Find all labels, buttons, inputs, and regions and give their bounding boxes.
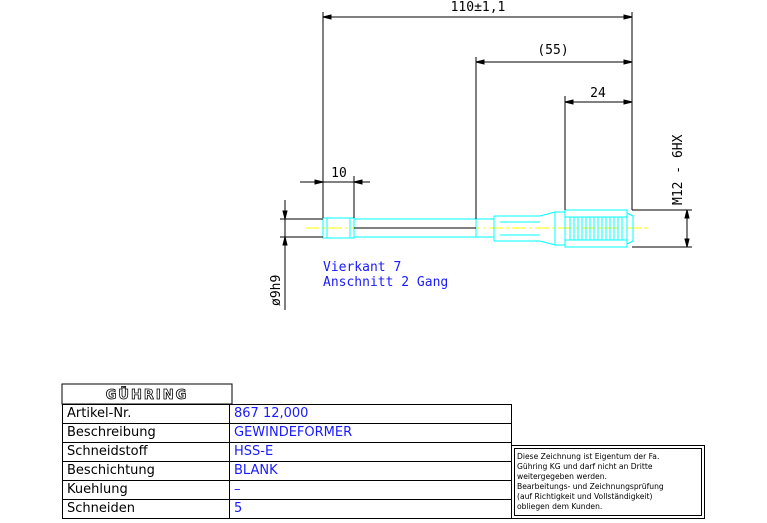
title-block-table: Artikel-Nr. 867 12,000 Beschreibung GEWI… xyxy=(62,404,512,519)
table-row: Artikel-Nr. 867 12,000 xyxy=(62,404,512,424)
value-coating: BLANK xyxy=(229,461,512,481)
table-row: Kuehlung – xyxy=(62,480,512,500)
dim-total: 110±1,1 xyxy=(451,0,506,15)
dim-middle: (55) xyxy=(537,43,568,58)
dim-square-length: 10 xyxy=(331,166,347,181)
note-square: Vierkant 7 xyxy=(323,260,402,275)
table-row: Beschichtung BLANK xyxy=(62,461,512,481)
value-cooling: – xyxy=(229,480,512,500)
notice-line: weitergegeben werden. xyxy=(517,472,607,481)
notice-line: obliegen dem Kunden. xyxy=(517,502,603,511)
table-row: Schneidstoff HSS-E xyxy=(62,442,512,462)
notice-line: Diese Zeichnung ist Eigentum der Fa. xyxy=(517,452,660,461)
table-row: Beschreibung GEWINDEFORMER xyxy=(62,423,512,443)
label-article-no: Artikel-Nr. xyxy=(62,404,230,424)
notice-line: (auf Richtigkeit und Vollständigkeit) xyxy=(517,492,653,501)
value-cutting-edges: 5 xyxy=(229,499,512,519)
dim-shank-diameter: ø9h9 xyxy=(269,275,284,306)
label-cooling: Kuehlung xyxy=(62,480,230,500)
ownership-notice: Diese Zeichnung ist Eigentum der Fa. Güh… xyxy=(511,445,705,519)
value-description: GEWINDEFORMER xyxy=(229,423,512,443)
label-cutting-material: Schneidstoff xyxy=(62,442,230,462)
tool-outline xyxy=(322,209,634,248)
dimension-lines xyxy=(280,12,692,310)
notice-line: Gühring KG und darf nicht an Dritte xyxy=(517,462,653,471)
dim-thread-size: M12 - 6HX xyxy=(671,134,686,205)
label-coating: Beschichtung xyxy=(62,461,230,481)
value-article-no: 867 12,000 xyxy=(229,404,512,424)
label-description: Beschreibung xyxy=(62,423,230,443)
guehring-logo: GÜHRING xyxy=(106,387,189,403)
label-cutting-edges: Schneiden xyxy=(62,499,230,519)
value-cutting-material: HSS-E xyxy=(229,442,512,462)
notice-line: Bearbeitungs- und Zeichnungsprüfung xyxy=(517,482,664,491)
dim-thread-length: 24 xyxy=(590,86,606,101)
note-chamfer: Anschnitt 2 Gang xyxy=(323,275,449,290)
table-row: Schneiden 5 xyxy=(62,499,512,519)
